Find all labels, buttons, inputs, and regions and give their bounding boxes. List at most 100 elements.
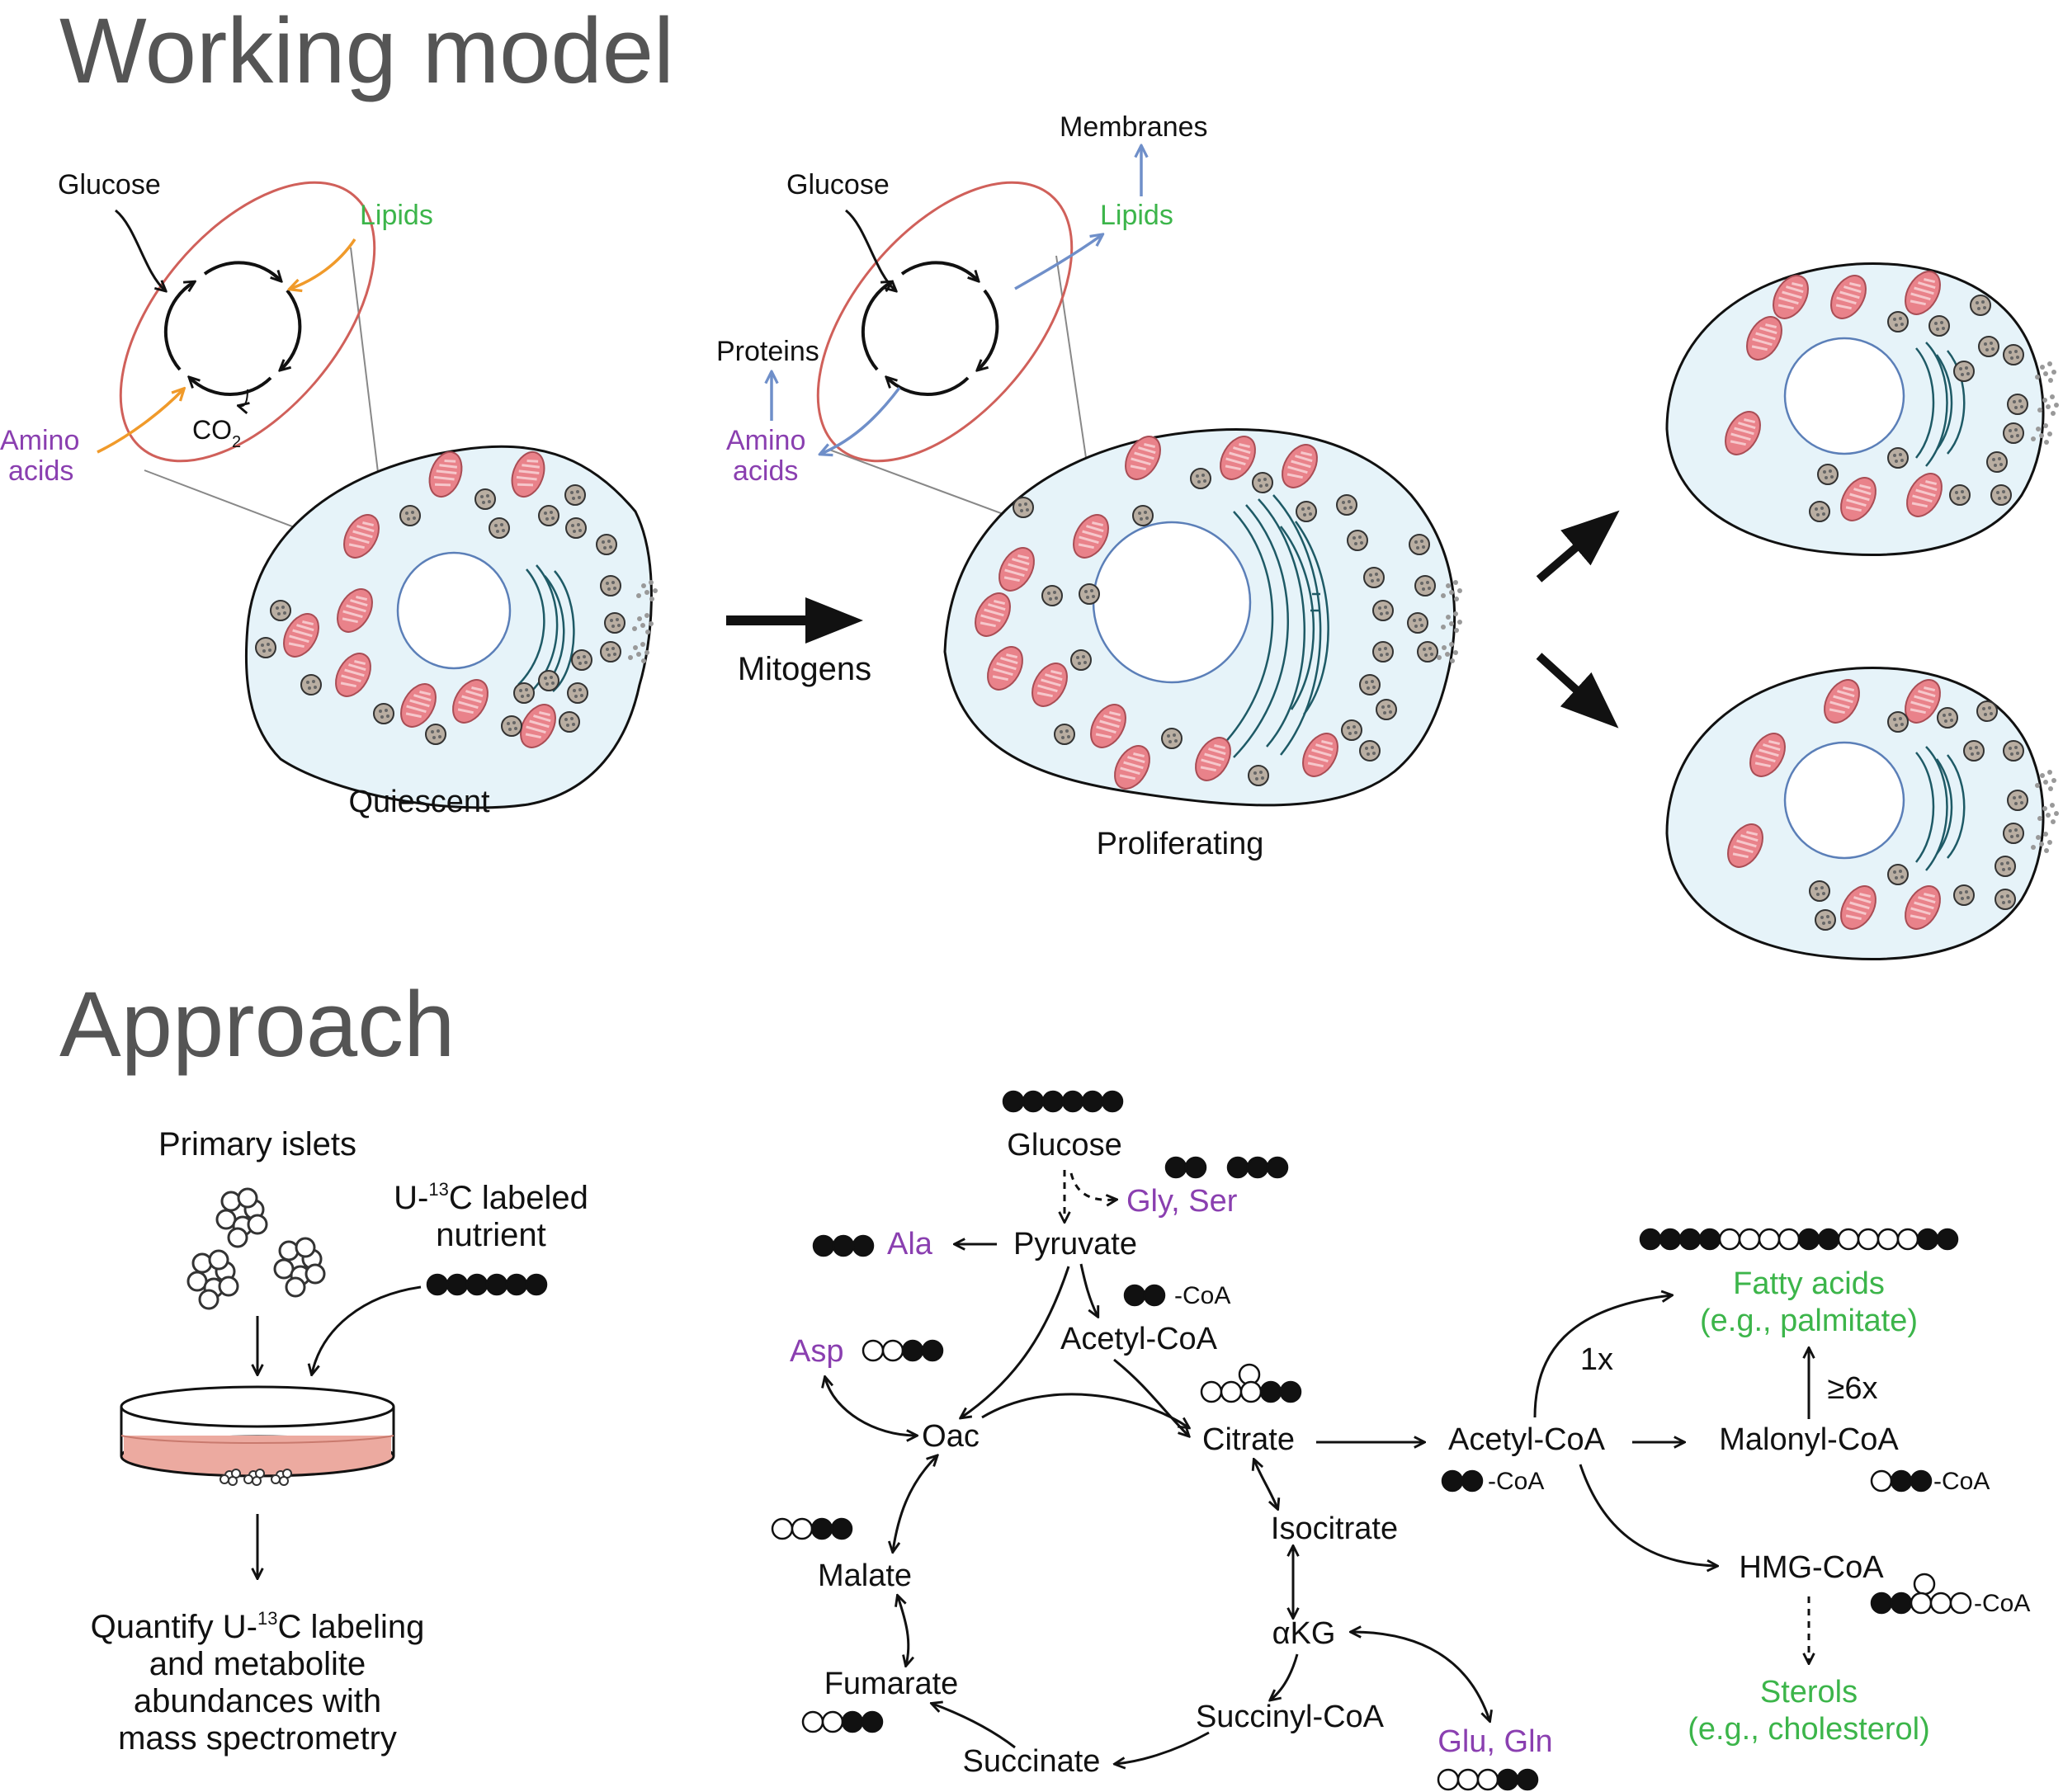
ala-labeling-dots — [812, 1234, 875, 1257]
carbon-atom-labeled — [465, 1273, 489, 1296]
carbon-atom-labeled — [1123, 1284, 1146, 1307]
malonyl-coa-labeling-dots — [1870, 1469, 1933, 1493]
citrate-isocitrate-arrow — [1254, 1460, 1277, 1508]
malate-fumarate-arrow — [898, 1596, 909, 1665]
oac-node: Oac — [922, 1419, 980, 1454]
carbon-atom-labeled — [525, 1273, 548, 1296]
carbon-atom-labeled — [1936, 1228, 1959, 1251]
quiescent-amino-label-1: Amino — [0, 425, 79, 456]
daughter-cell-bottom — [1665, 667, 2059, 960]
glu-gln-node: Glu, Gln — [1437, 1724, 1552, 1759]
carbon-atom-unlabeled — [1718, 1228, 1741, 1251]
carbon-atom-labeled — [861, 1710, 884, 1733]
gly-ser-node: Gly, Ser — [1126, 1184, 1238, 1219]
acetyl-coa-node: Acetyl-CoA — [1060, 1322, 1218, 1356]
acetyl-coa-cyto-labeling-dots — [1441, 1469, 1484, 1493]
acetyl-coa-coa-label: -CoA — [1174, 1282, 1230, 1309]
nutrient-labeling-dots — [426, 1273, 548, 1296]
prolif-amino-label-2: acids — [733, 455, 798, 487]
quiescent-lipids-arrow — [290, 238, 356, 289]
acetyl-coa-cyto-coa-label: -CoA — [1488, 1468, 1544, 1495]
citrate-node: Citrate — [1202, 1422, 1295, 1457]
pathway-arrows — [825, 1170, 1809, 1764]
nutrient-label-2: nutrient — [436, 1217, 545, 1253]
asp-node: Asp — [790, 1334, 843, 1369]
carbon-atom-labeled — [1164, 1156, 1187, 1179]
carbon-atom-unlabeled — [1870, 1469, 1893, 1493]
malonyl-coa-node: Malonyl-CoA — [1719, 1422, 1899, 1457]
sterols-label-2: (e.g., cholesterol) — [1688, 1712, 1930, 1747]
palmitate-labeling-dots — [1639, 1228, 1959, 1251]
prolif-proteins-label: Proteins — [716, 336, 819, 367]
fatty-acids-label-1: Fatty acids — [1733, 1266, 1885, 1301]
metabolic-pathway: Glucose Gly, Ser Pyruvate Ala -CoA Acety… — [771, 1090, 2030, 1791]
carbon-atom-labeled — [1797, 1228, 1820, 1251]
division-arrow-down — [1536, 653, 1619, 729]
islet-3 — [273, 1237, 326, 1298]
glucose-to-gly-ser-arrow — [1069, 1172, 1116, 1200]
fumarate-node: Fumarate — [824, 1667, 959, 1701]
carbon-atom-labeled — [1639, 1228, 1662, 1251]
primary-islets-label: Primary islets — [158, 1126, 356, 1162]
fumarate-labeling-dots — [801, 1710, 884, 1733]
quiescent-panel: Glucose Lipids Amino acids CO2 Quiescent — [0, 169, 658, 819]
quiescent-amino-arrow — [97, 389, 183, 454]
carbon-atom-labeled — [812, 1234, 835, 1257]
glu-gln-labeling-dots — [1437, 1768, 1539, 1791]
carbon-atom-labeled — [1041, 1090, 1065, 1113]
carbon-atom-labeled — [1226, 1156, 1249, 1179]
carbon-atom-labeled — [1659, 1228, 1682, 1251]
carbon-atom-labeled — [852, 1234, 875, 1257]
citrate-labeling-dots — [1200, 1363, 1302, 1403]
carbon-atom-labeled — [1002, 1090, 1025, 1113]
acetyl-coa-cyto-node: Acetyl-CoA — [1448, 1422, 1606, 1457]
quiescent-co2-label: CO2 — [192, 415, 241, 451]
islet-1 — [215, 1187, 268, 1248]
acetyl-coa-labeling-dots — [1123, 1284, 1166, 1307]
fatty-acids-label-2: (e.g., palmitate) — [1700, 1304, 1918, 1338]
culture-dish — [120, 1385, 395, 1486]
pyruvate-to-oac-arrow — [961, 1266, 1070, 1417]
proliferating-panel: Glucose Lipids Membranes Proteins Amino … — [716, 111, 1462, 861]
carbon-atom-labeled — [485, 1273, 508, 1296]
prolif-amino-label-1: Amino — [726, 425, 805, 456]
mitogens-transition: Mitogens — [726, 597, 871, 687]
quiescent-tca-cycle — [163, 261, 302, 397]
ala-node: Ala — [887, 1227, 933, 1261]
proliferating-label: Proliferating — [1097, 827, 1264, 861]
carbon-atom-unlabeled — [1476, 1768, 1499, 1791]
carbon-atom-unlabeled — [1777, 1228, 1801, 1251]
carbon-atom-unlabeled — [821, 1710, 844, 1733]
carbon-atom-labeled — [446, 1273, 469, 1296]
carbon-atom-labeled — [921, 1339, 944, 1362]
carbon-atom-labeled — [1184, 1156, 1207, 1179]
carbon-atom-labeled — [841, 1710, 864, 1733]
quiescent-label: Quiescent — [348, 785, 490, 819]
prolif-amino-arrow — [821, 386, 901, 454]
succinate-node: Succinate — [963, 1744, 1101, 1779]
hmg-coa-labeling-dots — [1870, 1573, 1972, 1615]
hmg-coa-node: HMG-CoA — [1739, 1550, 1884, 1585]
succinate-to-fumarate-arrow — [932, 1704, 1016, 1749]
succinyl-to-succinate-arrow — [1116, 1731, 1210, 1764]
proliferating-tca-cycle — [861, 261, 999, 397]
carbon-atom-unlabeled — [862, 1339, 885, 1362]
oac-to-citrate-arrow — [981, 1393, 1188, 1427]
malonyl-coa-coa-label: -CoA — [1933, 1468, 1990, 1495]
carbon-atom-unlabeled — [881, 1339, 904, 1362]
malate-labeling-dots — [771, 1517, 853, 1540]
carbon-atom-unlabeled — [801, 1710, 824, 1733]
quiescent-inset-ellipse — [119, 181, 376, 463]
carbon-atom-unlabeled — [771, 1517, 794, 1540]
carbon-atom-labeled — [832, 1234, 855, 1257]
isocitrate-node: Isocitrate — [1271, 1511, 1398, 1546]
hmg-coa-coa-label: -CoA — [1974, 1590, 2030, 1617]
carbon-atom-unlabeled — [1877, 1228, 1900, 1251]
quantify-line-3: abundances with — [134, 1683, 381, 1719]
heading-working-model: Working model — [59, 0, 674, 102]
daughter-cell-top — [1665, 262, 2059, 556]
carbon-atom-labeled — [901, 1339, 924, 1362]
carbon-atom-labeled — [1022, 1090, 1045, 1113]
malate-node: Malate — [818, 1559, 912, 1593]
